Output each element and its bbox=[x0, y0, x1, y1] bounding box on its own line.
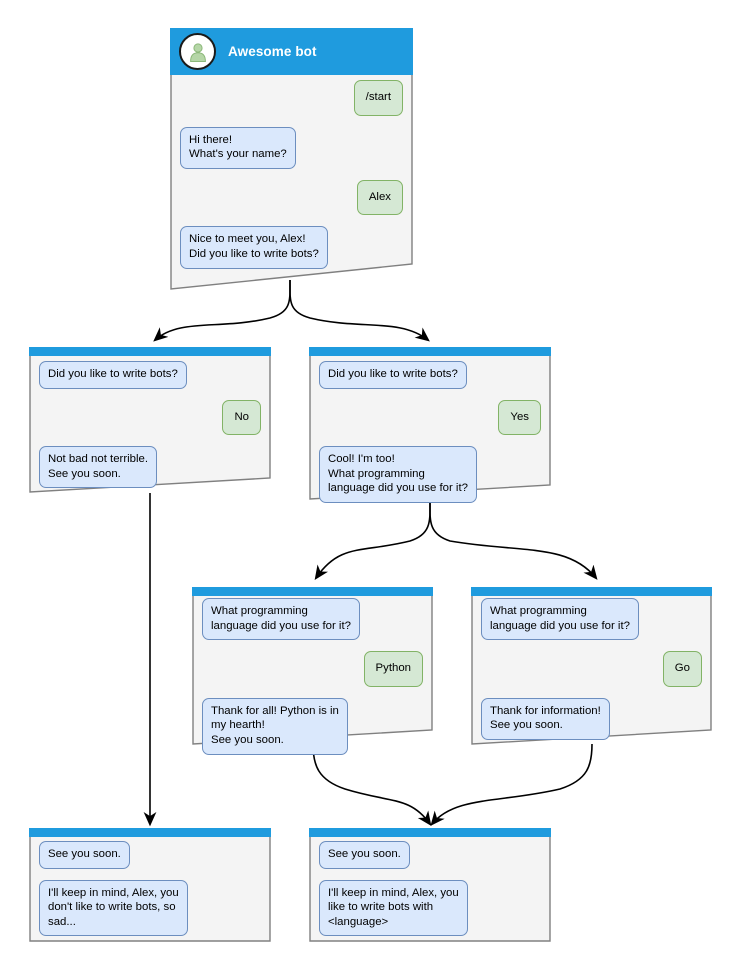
message-row: Cool! I'm too! What programming language… bbox=[319, 446, 541, 503]
user-message-bubble: Alex bbox=[356, 179, 403, 216]
message-row: What programming language did you use fo… bbox=[481, 598, 702, 641]
bot-message-bubble: See you soon. bbox=[39, 841, 130, 869]
user-message-bubble: No bbox=[222, 399, 261, 436]
message-row: Yes bbox=[319, 399, 541, 436]
card-header-bar bbox=[471, 587, 712, 596]
message-row: See you soon. bbox=[319, 841, 541, 869]
message-row: Alex bbox=[180, 179, 403, 216]
dialog-card-no[interactable]: Did you like to write bots? No Not bad n… bbox=[29, 347, 271, 493]
chat-thread: Did you like to write bots? No Not bad n… bbox=[29, 361, 271, 499]
dialog-card-end-happy[interactable]: See you soon. I'll keep in mind, Alex, y… bbox=[309, 828, 551, 942]
card-header-bar bbox=[29, 828, 271, 837]
person-avatar-icon bbox=[179, 33, 216, 70]
message-row: Did you like to write bots? bbox=[39, 361, 261, 389]
bot-message-bubble: I'll keep in mind, Alex, you like to wri… bbox=[319, 879, 468, 937]
bot-title: Awesome bot bbox=[228, 44, 317, 59]
bot-message-bubble: Did you like to write bots? bbox=[319, 361, 467, 389]
card-header-bar bbox=[309, 347, 551, 356]
bot-message-bubble: Thank for all! Python is in my hearth! S… bbox=[202, 697, 348, 755]
card-header-bar bbox=[309, 828, 551, 837]
card-header-bar: Awesome bot bbox=[170, 28, 413, 75]
chat-thread: See you soon. I'll keep in mind, Alex, y… bbox=[29, 841, 271, 947]
dialog-card-yes[interactable]: Did you like to write bots? Yes Cool! I'… bbox=[309, 347, 551, 503]
bot-message-bubble: Nice to meet you, Alex! Did you like to … bbox=[180, 226, 328, 269]
message-row: I'll keep in mind, Alex, you don't like … bbox=[39, 879, 261, 937]
dialog-card-go[interactable]: What programming language did you use fo… bbox=[471, 587, 712, 745]
bot-message-bubble: What programming language did you use fo… bbox=[481, 598, 639, 641]
message-row: Nice to meet you, Alex! Did you like to … bbox=[180, 226, 403, 269]
chat-thread: See you soon. I'll keep in mind, Alex, y… bbox=[309, 841, 551, 947]
message-row: See you soon. bbox=[39, 841, 261, 869]
bot-message-bubble: Did you like to write bots? bbox=[39, 361, 187, 389]
user-message-bubble: Python bbox=[363, 651, 423, 687]
dialog-card-end-sad[interactable]: See you soon. I'll keep in mind, Alex, y… bbox=[29, 828, 271, 942]
message-row: /start bbox=[180, 80, 403, 116]
message-row: What programming language did you use fo… bbox=[202, 598, 423, 641]
user-message-bubble: Yes bbox=[498, 399, 541, 436]
dialog-card-start[interactable]: Awesome bot /start Hi there! What's your… bbox=[170, 28, 413, 290]
bot-message-bubble: I'll keep in mind, Alex, you don't like … bbox=[39, 879, 188, 937]
chat-thread: What programming language did you use fo… bbox=[192, 598, 433, 766]
message-row: Not bad not terrible. See you soon. bbox=[39, 446, 261, 489]
message-row: Did you like to write bots? bbox=[319, 361, 541, 389]
chat-thread: What programming language did you use fo… bbox=[471, 598, 712, 751]
message-row: Python bbox=[202, 651, 423, 687]
message-row: Hi there! What's your name? bbox=[180, 126, 403, 169]
bot-message-bubble: Hi there! What's your name? bbox=[180, 126, 296, 169]
chat-thread: /start Hi there! What's your name? Alex … bbox=[170, 80, 413, 280]
message-row: Go bbox=[481, 651, 702, 687]
message-row: Thank for information! See you soon. bbox=[481, 697, 702, 740]
chat-thread: Did you like to write bots? Yes Cool! I'… bbox=[309, 361, 551, 514]
bot-message-bubble: Cool! I'm too! What programming language… bbox=[319, 446, 477, 503]
message-row: Thank for all! Python is in my hearth! S… bbox=[202, 697, 423, 755]
user-message-bubble: /start bbox=[353, 80, 403, 116]
user-message-bubble: Go bbox=[662, 651, 702, 687]
message-row: I'll keep in mind, Alex, you like to wri… bbox=[319, 879, 541, 937]
dialog-card-python[interactable]: What programming language did you use fo… bbox=[192, 587, 433, 755]
bot-message-bubble: Not bad not terrible. See you soon. bbox=[39, 446, 158, 489]
bot-message-bubble: Thank for information! See you soon. bbox=[481, 697, 610, 740]
bot-message-bubble: See you soon. bbox=[319, 841, 410, 869]
bot-message-bubble: What programming language did you use fo… bbox=[202, 598, 360, 641]
card-header-bar bbox=[29, 347, 271, 356]
edge-go-to-end-happy bbox=[430, 743, 593, 826]
card-header-bar bbox=[192, 587, 433, 596]
message-row: No bbox=[39, 399, 261, 436]
